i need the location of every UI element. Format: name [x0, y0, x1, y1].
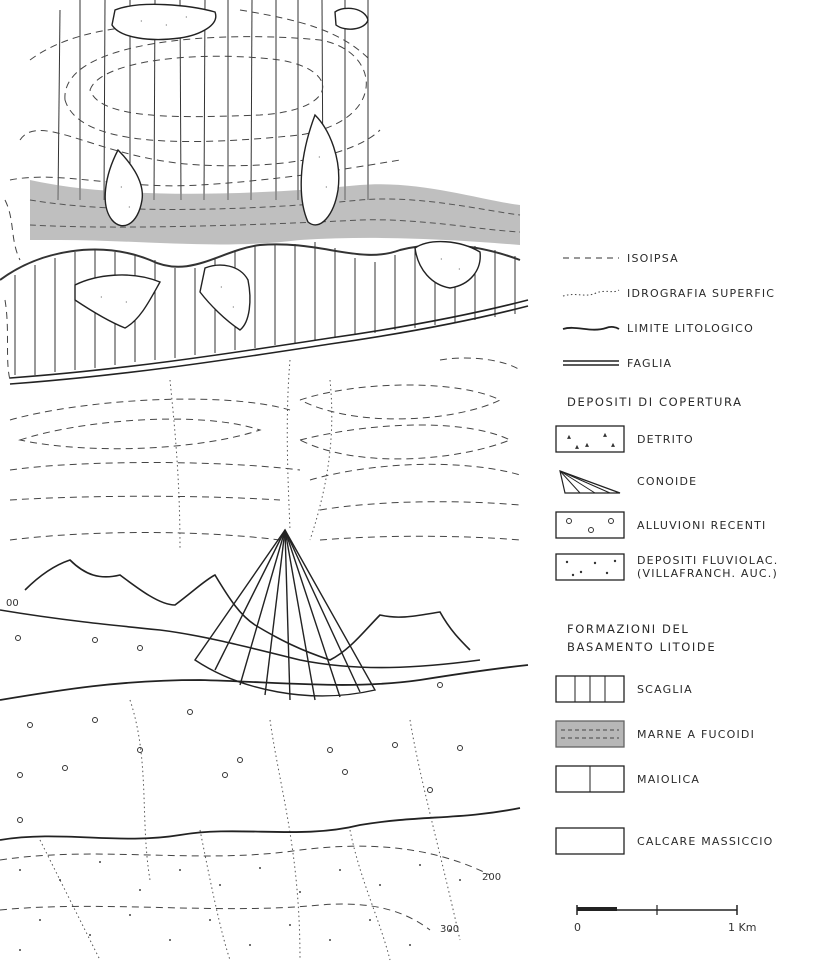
- legend-label-fluviolac: Depositi fluviolac. (Villafranch. auc.): [637, 554, 778, 580]
- svg-text:·: ·: [185, 13, 188, 22]
- fluviolac-band: [0, 559, 481, 669]
- svg-text:▴: ▴: [603, 430, 607, 439]
- scale-bar: [576, 905, 738, 915]
- svg-text:·: ·: [125, 298, 128, 307]
- legend-row-scaglia: Scaglia: [555, 675, 693, 703]
- legend-row-alluvioni: Alluvioni recenti: [555, 511, 767, 539]
- contours-lower: [0, 845, 491, 931]
- scale-label-end: 1 Km: [728, 921, 757, 934]
- legend-label-maiolica: Maiolica: [637, 772, 701, 786]
- svg-text:·: ·: [165, 21, 168, 30]
- legend-row-limite: Limite litologico: [555, 315, 754, 341]
- geologic-map: · · · · · · · · · · · · ·: [0, 0, 529, 961]
- limite-symbol: [555, 315, 627, 341]
- legend-header-formazioni-line2: basamento litoide: [567, 640, 717, 654]
- legend-row-faglia: Faglia: [555, 350, 672, 376]
- svg-text:▴: ▴: [567, 432, 571, 441]
- svg-text:·: ·: [140, 17, 143, 26]
- contour-label-200: 200: [482, 872, 502, 883]
- calcare-dots: [19, 861, 461, 951]
- fault-line: [9, 299, 529, 385]
- conoide-fan: [194, 528, 377, 701]
- svg-text:·: ·: [232, 303, 235, 312]
- svg-text:·: ·: [120, 183, 123, 192]
- svg-text:·: ·: [325, 183, 328, 192]
- legend-header-formazioni-line1: Formazioni del: [567, 622, 690, 636]
- detrito-dots: · · · · · · · · · · · · ·: [100, 13, 461, 312]
- legend-header-formazioni: Formazioni del basamento litoide: [567, 620, 716, 656]
- legend-label-alluvioni: Alluvioni recenti: [637, 518, 767, 532]
- legend-label-conoide: Conoide: [637, 474, 698, 488]
- legend-row-idrografia: Idrografia superfic: [555, 280, 775, 306]
- legend-row-maiolica: Maiolica: [555, 765, 700, 793]
- contours-top: [9, 9, 401, 187]
- marne-swatch: [555, 720, 625, 748]
- legend-row-marne: Marne a fucoidi: [555, 720, 755, 748]
- legend-label-calcare: Calcare massiccio: [637, 834, 774, 848]
- svg-text:·: ·: [440, 255, 443, 264]
- scaglia-swatch: [555, 675, 625, 703]
- legend-row-isoipsa: Isoipsa: [555, 245, 679, 271]
- drainage: [39, 359, 461, 961]
- legend-row-fluviolac: Depositi fluviolac. (Villafranch. auc.): [555, 553, 778, 581]
- marne-band: [29, 180, 521, 245]
- calcare-swatch: [555, 827, 625, 855]
- legend-label-fluviolac-line1: Depositi fluviolac.: [637, 554, 779, 567]
- legend-label-idrografia: Idrografia superfic: [627, 286, 776, 300]
- legend-label-fluviolac-line2: (Villafranch. auc.): [637, 567, 778, 580]
- contour-label-left: 00: [6, 598, 19, 609]
- idrografia-symbol: [555, 280, 627, 306]
- legend-label-faglia: Faglia: [627, 356, 673, 370]
- contour-label-300: 300: [440, 924, 460, 935]
- lithologic-boundary-lower: [0, 664, 529, 841]
- svg-text:▴: ▴: [611, 440, 615, 449]
- svg-text:·: ·: [318, 153, 321, 162]
- scale-label-start: 0: [574, 921, 581, 934]
- legend-label-limite: Limite litologico: [627, 321, 754, 335]
- detrito-swatch: ▴ ▴ ▴ ▴ ▴: [555, 425, 625, 453]
- contours-middle: [9, 357, 521, 541]
- faglia-symbol: [555, 350, 627, 376]
- svg-text:▴: ▴: [585, 440, 589, 449]
- svg-text:·: ·: [128, 203, 131, 212]
- svg-text:·: ·: [458, 265, 461, 274]
- legend-label-detrito: Detrito: [637, 432, 694, 446]
- svg-text:·: ·: [220, 283, 223, 292]
- legend-header-depositi: Depositi di copertura: [567, 395, 743, 409]
- svg-text:·: ·: [100, 293, 103, 302]
- conoide-swatch: [559, 470, 621, 494]
- left-contours: [4, 199, 21, 381]
- legend-label-scaglia: Scaglia: [637, 682, 693, 696]
- legend-label-isoipsa: Isoipsa: [627, 251, 679, 265]
- alluvioni-swatch: [555, 511, 625, 539]
- legend-row-calcare: Calcare massiccio: [555, 827, 774, 855]
- svg-text:▴: ▴: [575, 442, 579, 451]
- isoipsa-symbol: [555, 245, 627, 271]
- alluvioni-marks: [15, 635, 463, 823]
- legend-label-marne: Marne a fucoidi: [637, 727, 756, 741]
- legend-row-detrito: ▴ ▴ ▴ ▴ ▴ Detrito: [555, 425, 694, 453]
- maiolica-swatch: [555, 765, 625, 793]
- fluviolac-swatch: [555, 553, 625, 581]
- detrito-patches: [74, 3, 481, 331]
- legend-row-conoide: Conoide: [555, 467, 697, 495]
